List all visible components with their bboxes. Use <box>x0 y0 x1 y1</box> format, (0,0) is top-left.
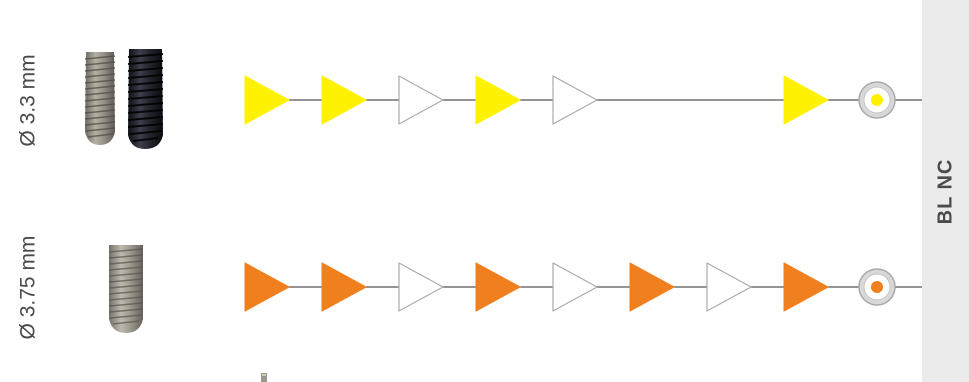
drill-step-marker-filled <box>244 75 290 125</box>
implant-end-marker-dot <box>871 281 883 293</box>
drill-step-marker-filled <box>783 75 829 125</box>
drill-step-marker-optional <box>552 75 598 125</box>
drill-step-marker-optional <box>706 262 752 312</box>
drill-step-marker-optional <box>552 262 598 312</box>
drill-sequence-diagram <box>244 75 922 312</box>
titanium-implant-icon <box>108 245 144 333</box>
drill-step-marker-optional <box>398 262 444 312</box>
drill-step-marker-filled <box>783 262 829 312</box>
drill-step-marker-filled <box>475 262 521 312</box>
drill-step-marker-filled <box>629 262 675 312</box>
small-implant-icon <box>261 373 267 382</box>
drill-step-marker-filled <box>321 262 367 312</box>
drill-step-marker-filled <box>475 75 521 125</box>
drill-step-marker-filled <box>321 75 367 125</box>
side-bar <box>922 0 969 382</box>
titanium-implant-icon <box>84 52 116 145</box>
implant-line-label: BL NC <box>934 158 956 224</box>
drill-step-marker-filled <box>244 262 290 312</box>
drill-step-marker-optional <box>398 75 444 125</box>
implant-end-marker-dot <box>871 94 883 106</box>
side-label-container: BL NC <box>922 0 969 382</box>
black-implant-icon <box>127 49 164 149</box>
